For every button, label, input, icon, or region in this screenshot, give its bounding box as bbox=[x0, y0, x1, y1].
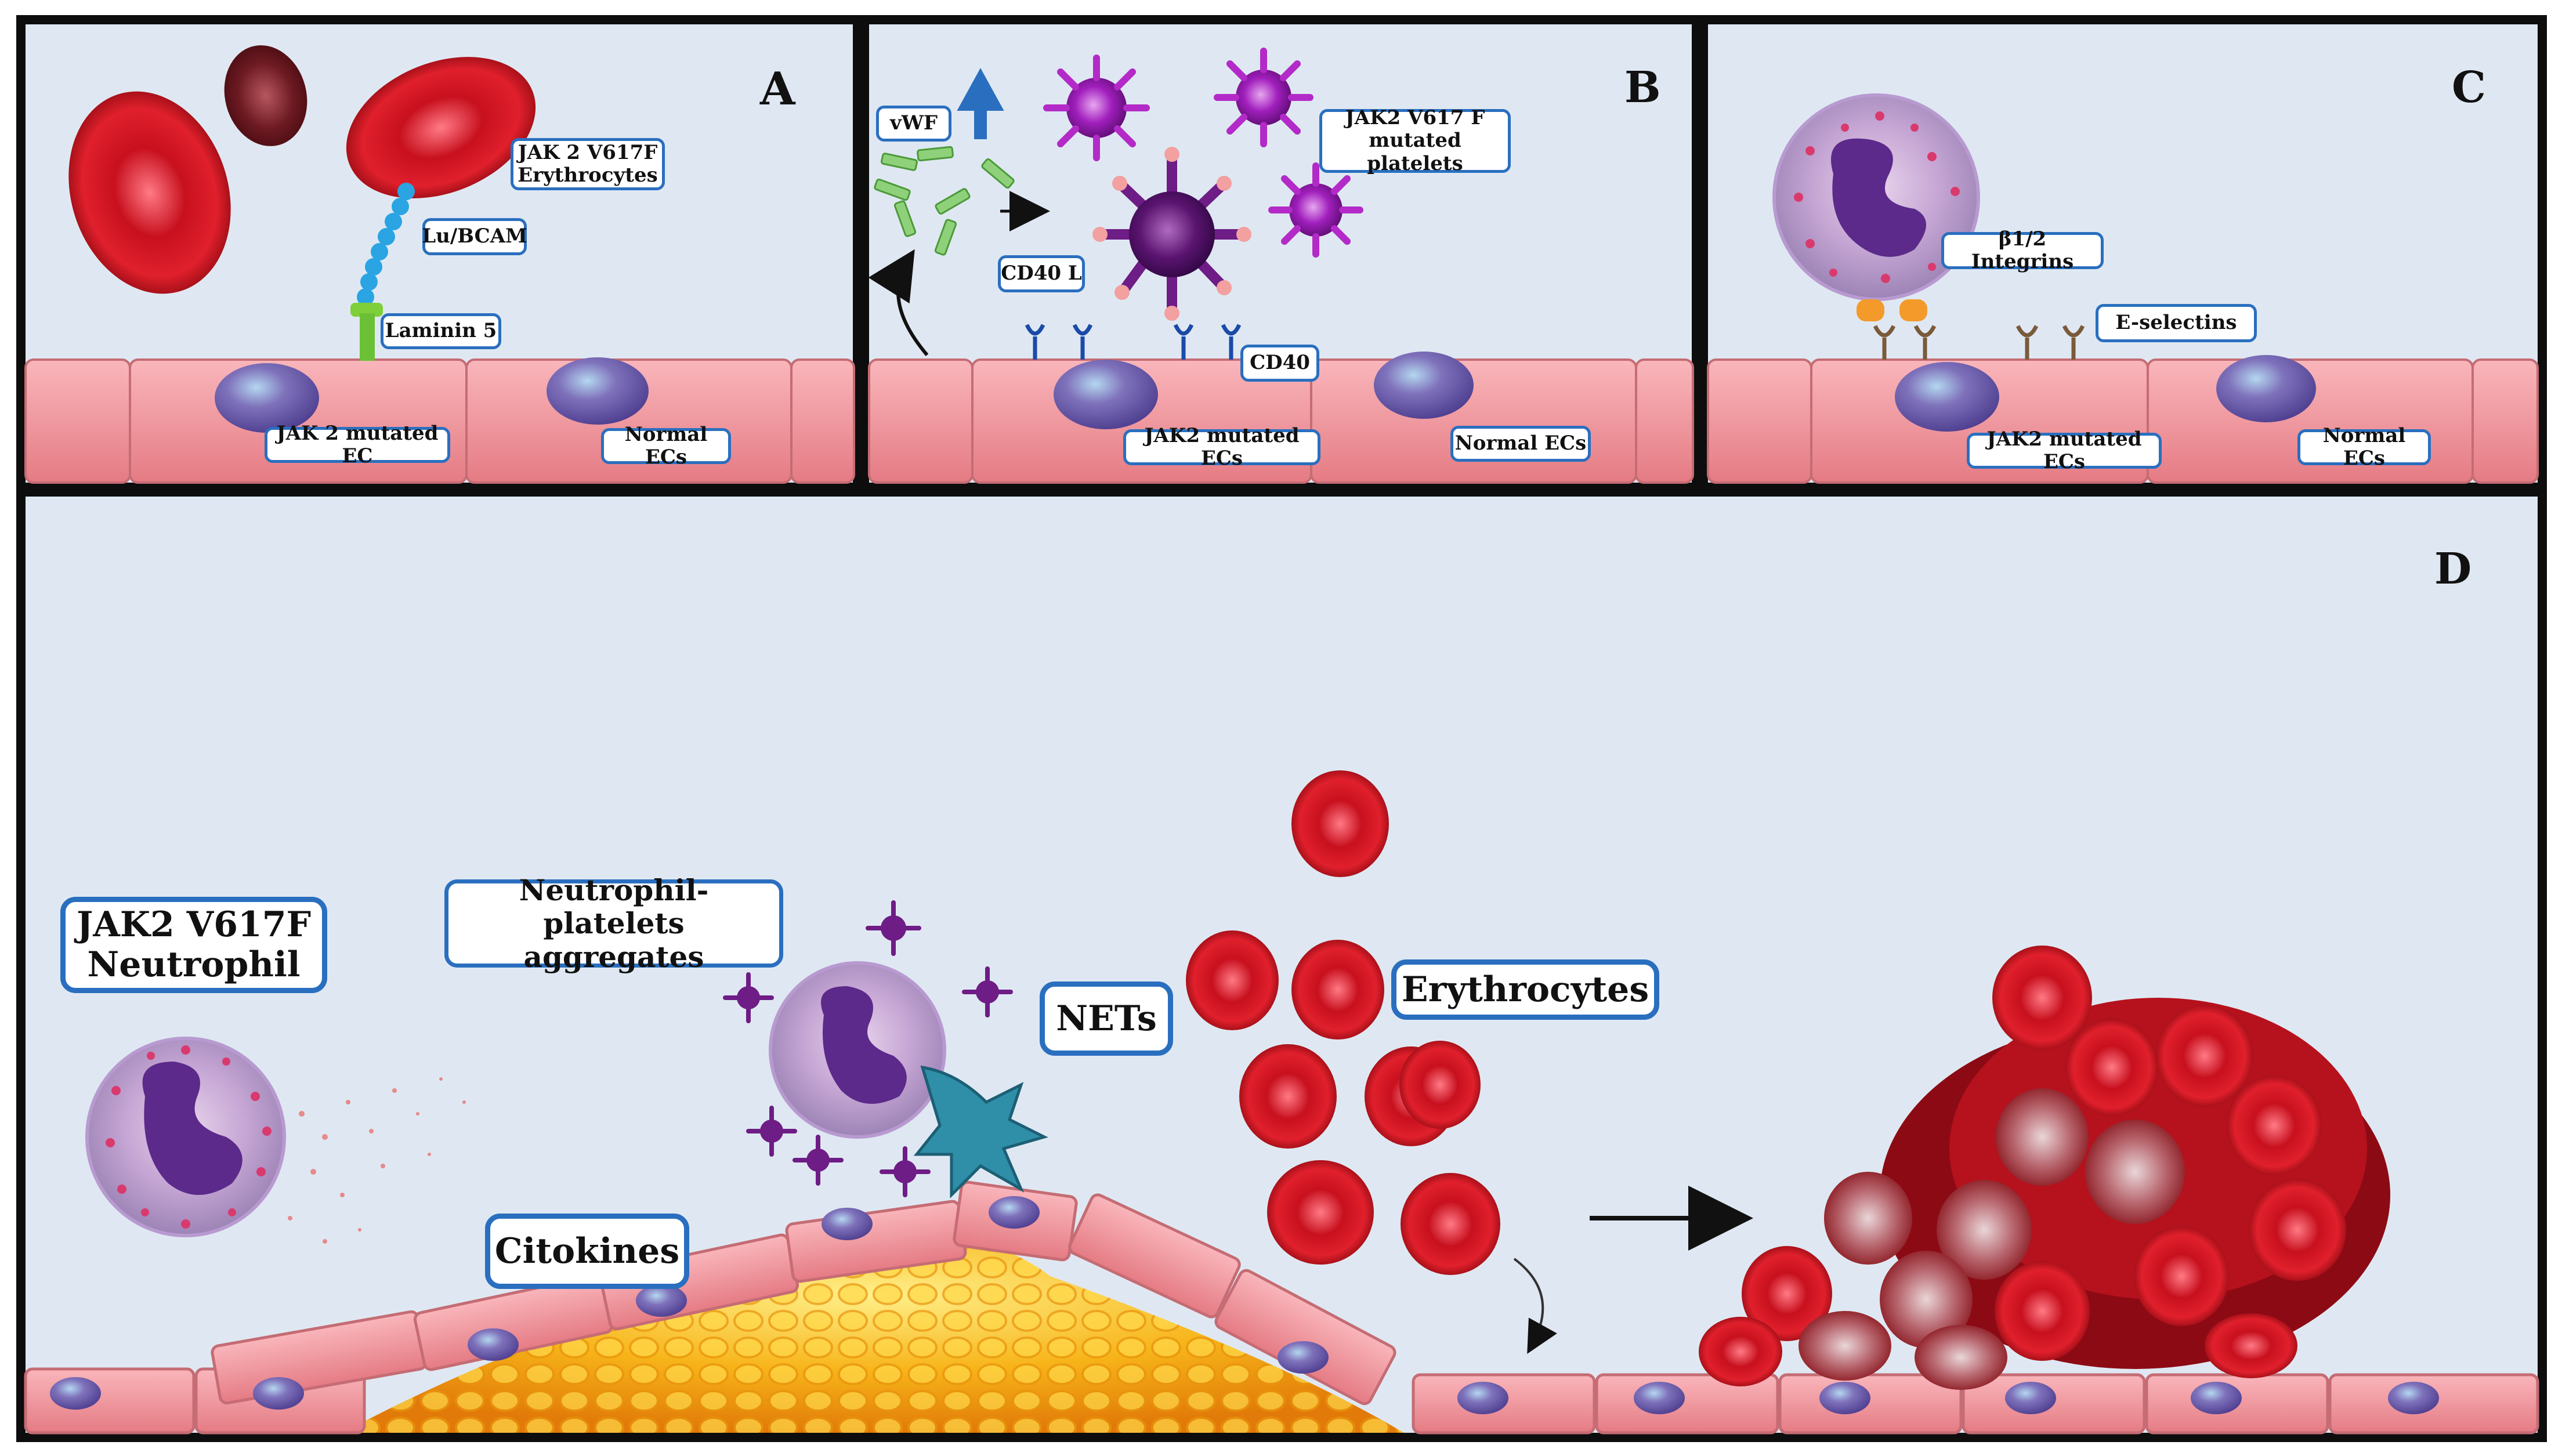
cd40-receptors bbox=[1025, 324, 1242, 360]
platelet-icon bbox=[1214, 48, 1313, 147]
nucleus-icon bbox=[1895, 362, 1999, 432]
label-jak2-erythrocytes: JAK 2 V617F Erythrocytes bbox=[511, 138, 665, 190]
label-jak2-mutated-ecs-b: JAK2 mutated ECs bbox=[1123, 424, 1320, 470]
mutated-erythrocyte-icon bbox=[346, 57, 536, 198]
erythrocyte-icon bbox=[1399, 1041, 1481, 1129]
erythrocyte-icon bbox=[1267, 1160, 1374, 1265]
label-vwf: vWF bbox=[876, 106, 951, 142]
label-laminin-5: Laminin 5 bbox=[381, 313, 501, 349]
up-arrow-icon bbox=[957, 68, 1004, 139]
activated-platelet-icon bbox=[1092, 147, 1251, 321]
jak2-neutrophil-icon bbox=[85, 1037, 466, 1244]
label-integrins: β1/2 Integrins bbox=[1941, 227, 2104, 273]
platelet-icon bbox=[1043, 55, 1150, 161]
label-lu-bcam: Lu/BCAM bbox=[422, 218, 527, 255]
label-neutrophil-platelet-aggregates: Neutrophil- platelets aggregates bbox=[444, 874, 783, 973]
curved-arrow-icon bbox=[1513, 1258, 1557, 1354]
label-normal-ecs-b: Normal ECs bbox=[1450, 426, 1591, 462]
platelet-icon bbox=[1268, 162, 1363, 258]
e-selectin-receptors bbox=[1873, 325, 2085, 360]
erythrocyte-icon bbox=[1401, 1173, 1500, 1275]
vwf-fibers bbox=[874, 146, 1015, 256]
label-normal-ecs-c: Normal ECs bbox=[2297, 424, 2431, 470]
thrombus-icon bbox=[1699, 946, 2390, 1390]
label-jak2-mutated-ec: JAK 2 mutated EC bbox=[265, 422, 450, 468]
label-citokines: Citokines bbox=[485, 1214, 689, 1289]
label-cd40l: CD40 L bbox=[998, 255, 1085, 292]
panel-a-erythrocytes bbox=[68, 45, 536, 294]
label-jak2-mutated-ecs-c: JAK2 mutated ECs bbox=[1967, 428, 2162, 473]
label-jak2-platelets: JAK2 V617 F mutated platelets bbox=[1319, 107, 1511, 175]
label-e-selectins: E-selectins bbox=[2096, 304, 2257, 342]
erythrocyte-icon bbox=[1291, 770, 1389, 877]
atherosclerotic-plaque bbox=[342, 1236, 1404, 1433]
erythrocyte-icon bbox=[1186, 930, 1279, 1030]
neutrophil-platelet-aggregate-icon bbox=[723, 900, 1048, 1199]
panel-b-letter: B bbox=[1624, 63, 1661, 113]
label-cd40: CD40 bbox=[1240, 345, 1319, 382]
label-jak2-neutrophil: JAK2 V617F Neutrophil bbox=[60, 897, 327, 993]
erythrocyte-icon bbox=[224, 45, 307, 146]
nucleus-icon bbox=[2216, 355, 2316, 422]
platelets bbox=[1043, 48, 1363, 321]
neutrophil-icon bbox=[1772, 93, 1980, 301]
integrin-icon bbox=[1857, 299, 1927, 321]
label-erythrocytes-d: Erythrocytes bbox=[1391, 959, 1659, 1020]
label-nets: NETs bbox=[1040, 981, 1173, 1056]
nets-icon bbox=[913, 1065, 1048, 1199]
erythrocyte-icon bbox=[1291, 940, 1384, 1040]
lu-bcam-chain-icon bbox=[357, 183, 415, 306]
laminin-5-icon bbox=[350, 303, 383, 361]
nucleus-icon bbox=[547, 357, 649, 425]
nucleus-icon bbox=[215, 363, 319, 433]
panel-d-nuclei bbox=[50, 1196, 2439, 1414]
curved-arrow-icon bbox=[868, 249, 929, 356]
nucleus-icon bbox=[1374, 352, 1474, 419]
nucleus-icon bbox=[1054, 360, 1158, 429]
erythrocyte-group bbox=[1186, 770, 1500, 1275]
panel-a-letter: A bbox=[759, 63, 796, 115]
label-normal-ecs-a: Normal ECs bbox=[601, 423, 731, 469]
panel-c-letter: C bbox=[2452, 63, 2486, 113]
erythrocyte-icon bbox=[68, 91, 231, 294]
panel-d-letter: D bbox=[2434, 544, 2471, 594]
erythrocyte-icon bbox=[1239, 1044, 1337, 1149]
